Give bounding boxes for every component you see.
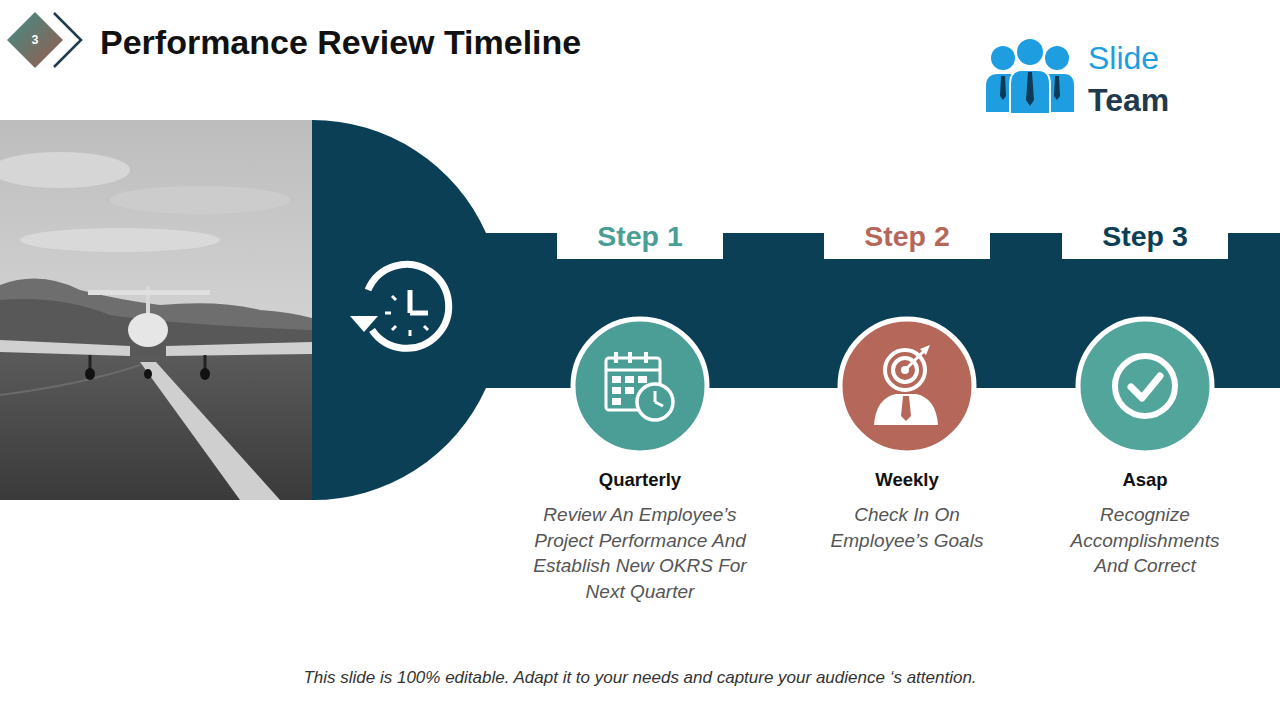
step-circle: AsapRecognize Accomplishments And Correc… [1030,318,1260,597]
check-icon [1115,356,1175,416]
slide-number: 3 [7,30,63,50]
step-label: Step 2 [824,216,990,256]
logo-people-icon [986,38,1074,114]
step-heading: Weekly [787,468,1027,492]
clock-icon [350,264,449,348]
step-tab: Step 2 [824,207,990,259]
timeline-band [312,120,1280,500]
step-label: Step 3 [1062,216,1228,256]
logo-text: Team [1088,80,1169,120]
step-description: Recognize Accomplishments And Correct [1059,502,1231,579]
slide-number-diamond: 3 [7,12,63,68]
circle-shape [837,316,977,456]
step-heading: Asap [1030,468,1260,492]
target-person-icon [874,345,938,425]
logo-text: Slide [1088,38,1159,78]
airplane-photo [0,120,312,500]
step-circle: QuarterlyReview An Employee’s Project Pe… [505,318,775,622]
step-label: Step 1 [557,216,723,256]
circle-shape [1075,316,1215,456]
step-description: Review An Employee’s Project Performance… [515,502,765,604]
step-description: Check In On Employee’s Goals [816,502,998,553]
circle-shape [570,316,710,456]
step-tab: Step 3 [1062,207,1228,259]
slide-title: Performance Review Timeline [100,21,581,63]
step-circle: WeeklyCheck In On Employee’s Goals [787,318,1027,571]
slide-caption: This slide is 100% editable. Adapt it to… [0,666,1280,690]
step-tab: Step 1 [557,207,723,259]
step-heading: Quarterly [505,468,775,492]
calendar-icon [606,352,673,420]
